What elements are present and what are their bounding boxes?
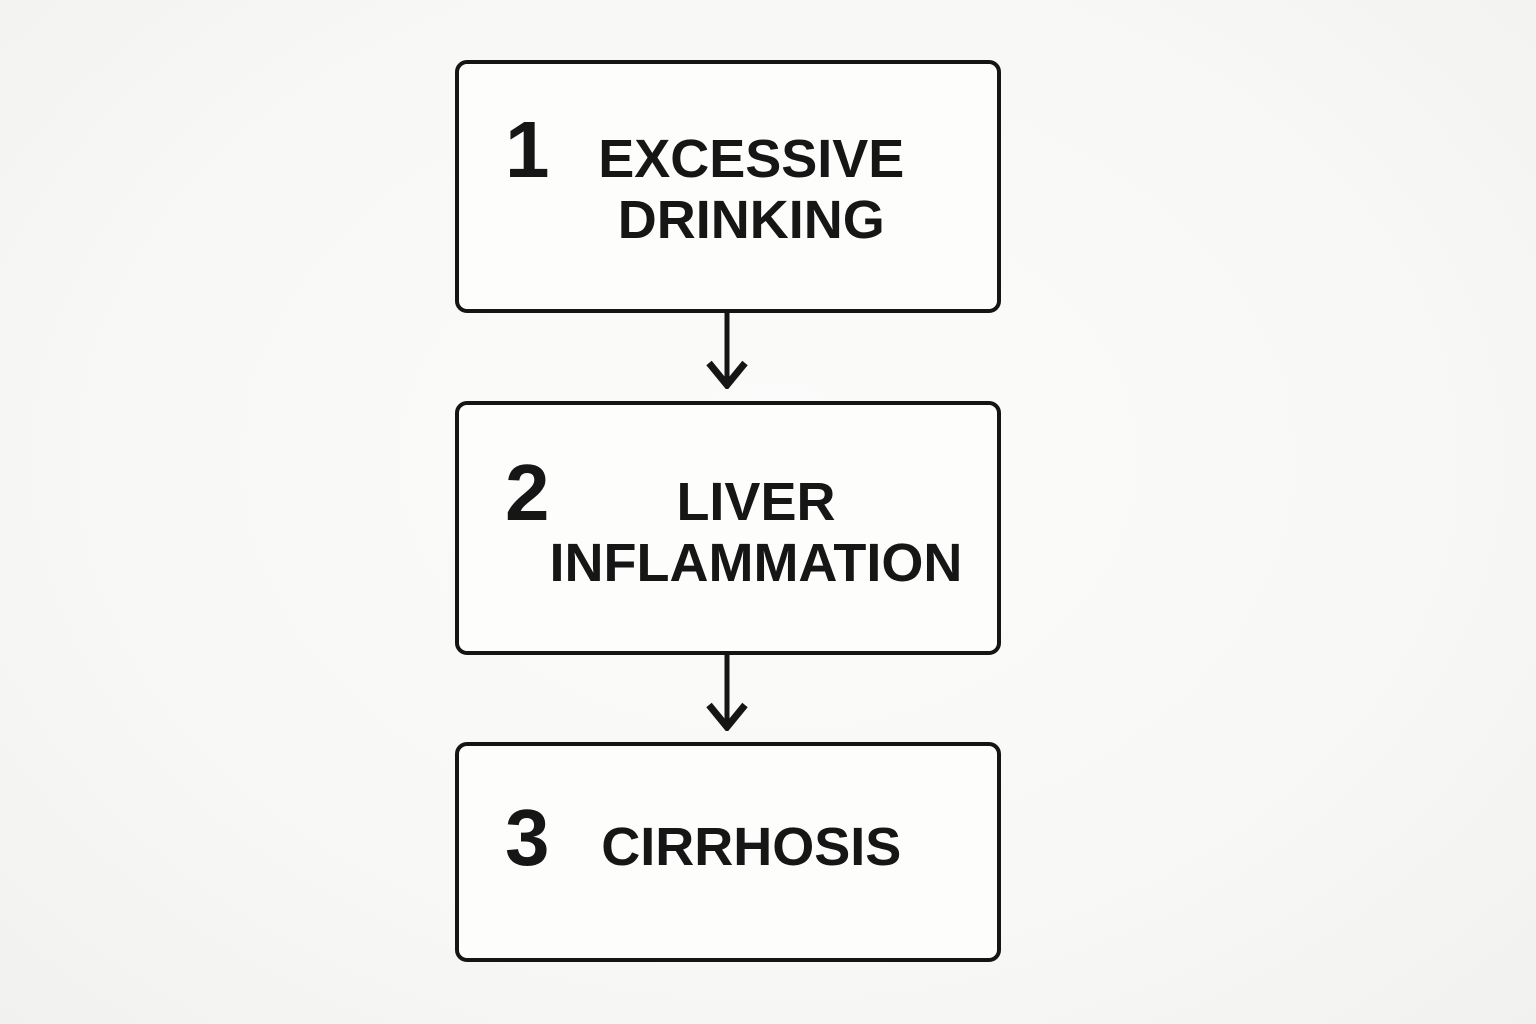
step-label: EXCESSIVE DRINKING [598,129,905,251]
down-arrow-icon [706,313,748,389]
step-box-liver-inflammation: 2 LIVER INFLAMMATION [455,401,1001,655]
step-number: 3 [505,793,550,882]
step-box-cirrhosis: 3 CIRRHOSIS [455,742,1001,962]
step-label: CIRRHOSIS [601,817,902,877]
step-number: 2 [505,448,550,537]
step-box-excessive-drinking: 1 EXCESSIVE DRINKING [455,60,1001,313]
step-number: 1 [505,105,550,194]
down-arrow-icon [706,655,748,731]
step-label: LIVER INFLAMMATION [549,472,963,594]
